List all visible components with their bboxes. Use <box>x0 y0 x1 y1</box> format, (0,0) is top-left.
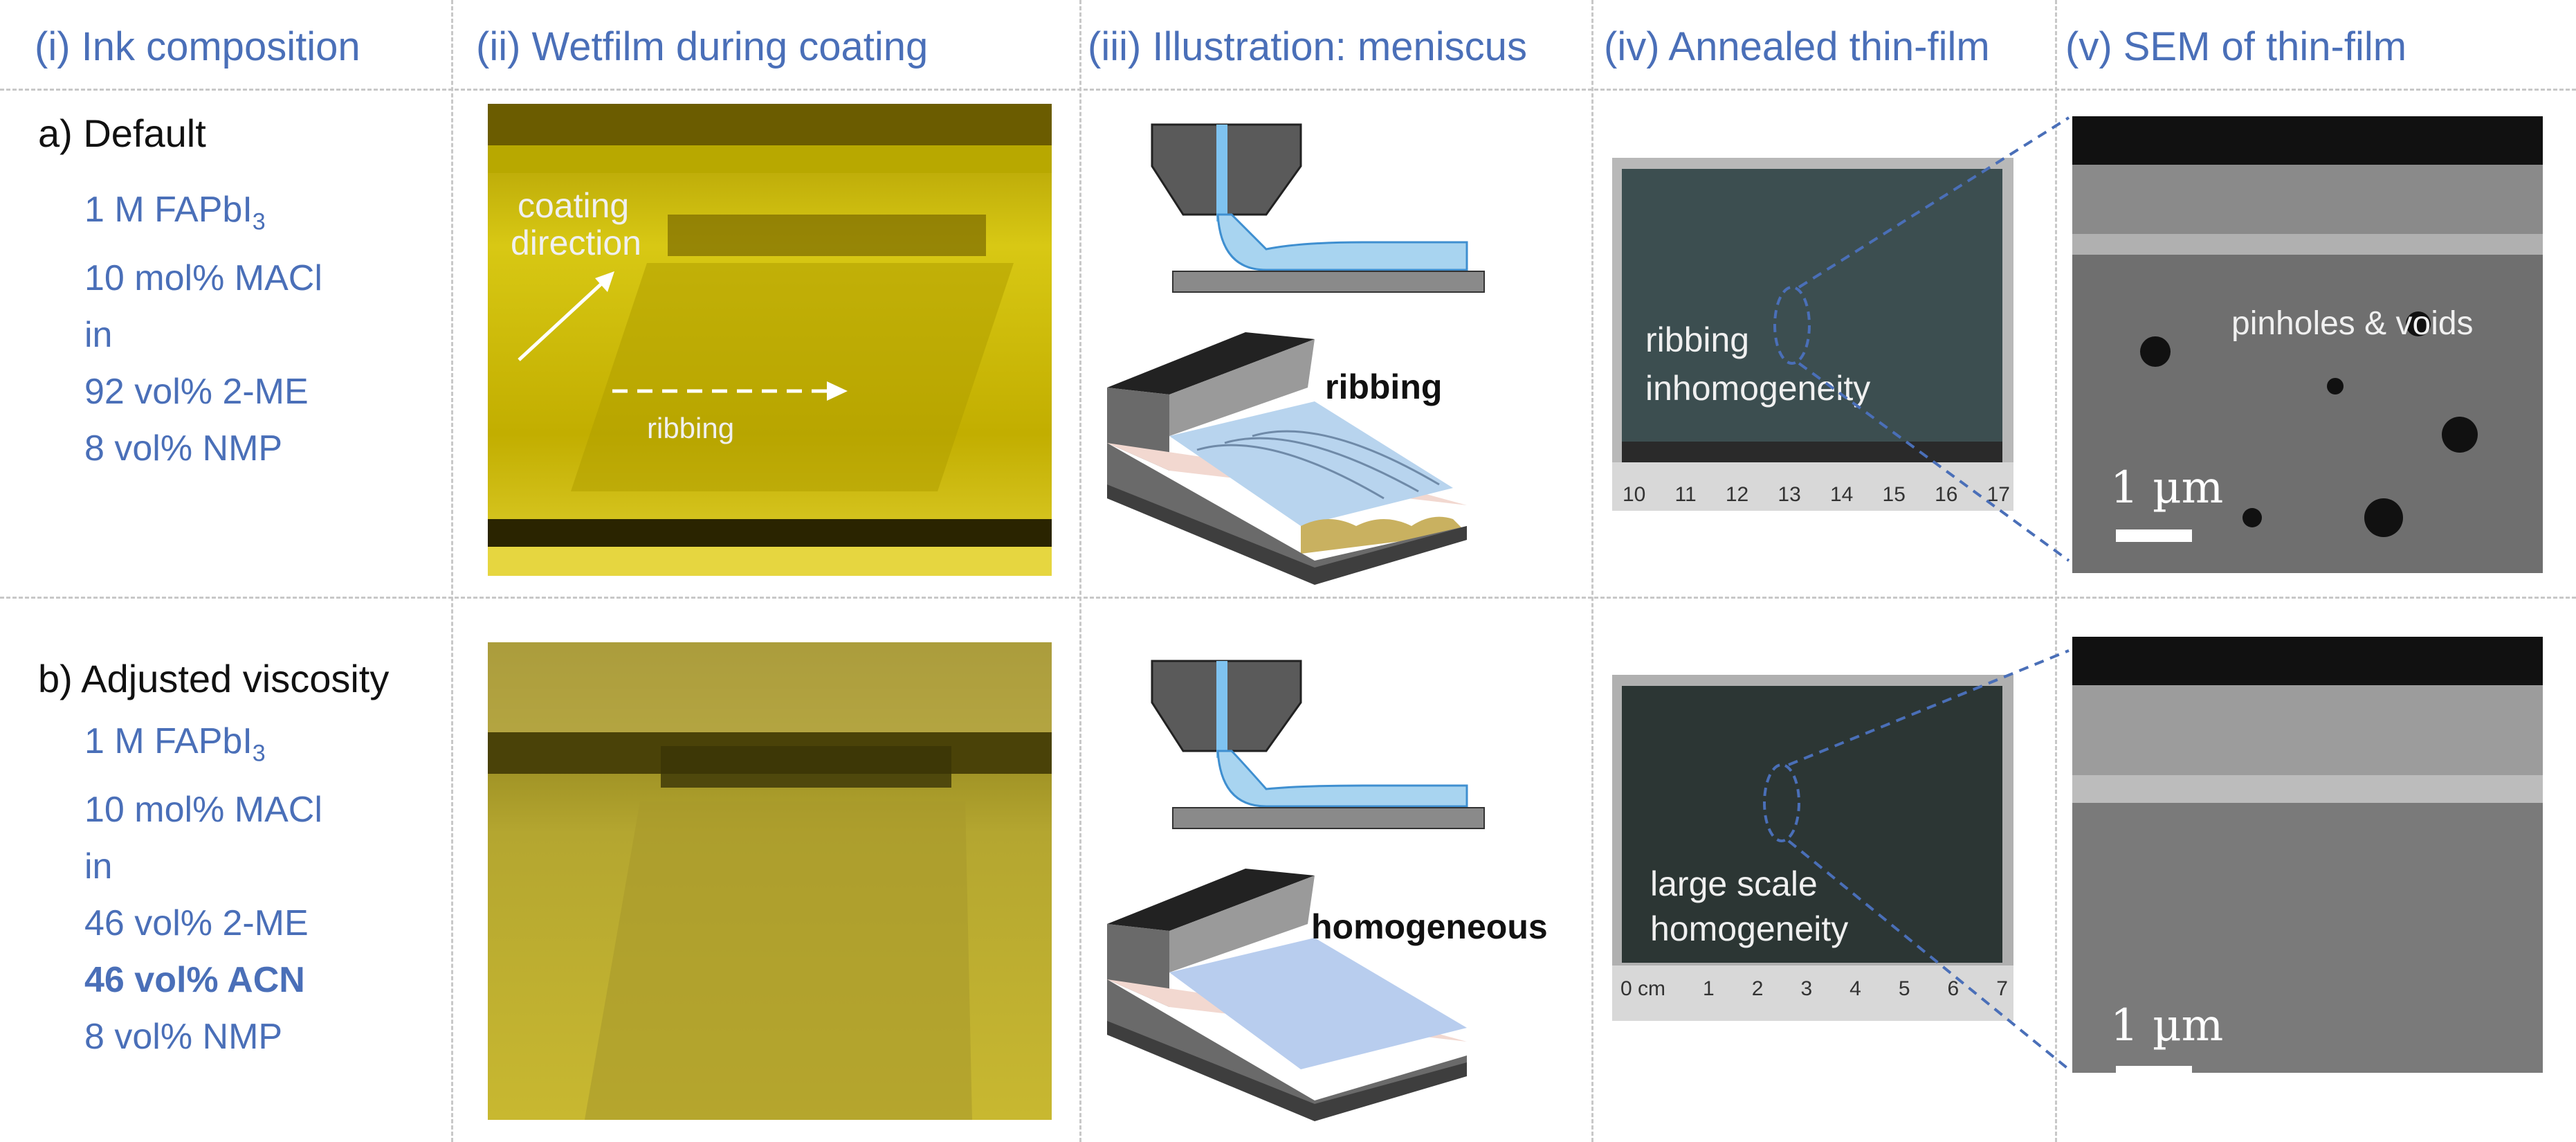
ruler-tick-label: 6 <box>1947 977 1960 1000</box>
homogeneous-label: homogeneous <box>1311 907 1548 946</box>
ruler-tick-label: 16 <box>1935 483 1958 506</box>
ruler-tick-label: 12 <box>1725 483 1749 506</box>
row-divider <box>0 597 2576 599</box>
sem-scale-bar-a <box>2116 529 2192 542</box>
ink-line: 1 M FAPbI3 <box>84 721 266 767</box>
ribbing-annealed-label: ribbing <box>1645 320 1750 359</box>
coating-direction-label: direction <box>511 224 641 262</box>
row-b-ink-composition: 1 M FAPbI3 10 mol% MACl in 46 vol% 2-ME … <box>84 713 322 1065</box>
pinholes-voids-label: pinholes & voids <box>2231 305 2474 342</box>
coating-direction-label: coating <box>518 186 630 225</box>
ribbing-arrow <box>612 381 848 401</box>
header-ink-composition: (i) Ink composition <box>35 24 360 69</box>
sem-scale-label-a: 1 µm <box>2110 462 2224 514</box>
homogeneity-label: homogeneity <box>1650 909 1849 948</box>
ruler-a: 10 11 12 13 14 15 16 17 <box>1623 483 2010 507</box>
header-divider <box>0 89 2576 91</box>
ink-line: in <box>84 846 113 887</box>
ink-line: 46 vol% ACN <box>84 960 305 1001</box>
header-annealed: (iv) Annealed thin-film <box>1604 24 1990 69</box>
annealed-photo-a <box>1612 158 2013 511</box>
column-divider <box>1079 0 1081 1142</box>
coating-direction-arrow <box>518 271 614 361</box>
annealed-photo-b <box>1612 675 2013 1021</box>
ruler-tick-label: 3 <box>1800 977 1813 1000</box>
ink-line: 92 vol% 2-ME <box>84 372 309 413</box>
row-b-title: b) Adjusted viscosity <box>38 657 390 700</box>
ruler-tick-label: 1 <box>1703 977 1715 1000</box>
ink-line: 1 M FAPbI3 <box>84 190 266 235</box>
header-wetfilm: (ii) Wetfilm during coating <box>476 24 929 69</box>
sem-image-a <box>2072 116 2543 573</box>
ink-line: in <box>84 315 113 356</box>
ruler-tick-label: 11 <box>1674 483 1697 506</box>
ruler-tick-label: 10 <box>1623 483 1646 506</box>
header-illustration: (iii) Illustration: meniscus <box>1088 24 1527 69</box>
ribbing-illustration-label: ribbing <box>1325 368 1443 406</box>
ink-line: 8 vol% NMP <box>84 1017 283 1058</box>
column-divider <box>2055 0 2057 1142</box>
ruler-tick-label: 7 <box>1996 977 2008 1000</box>
large-scale-label: large scale <box>1650 864 1818 903</box>
sem-scale-label-b: 1 µm <box>2110 1000 2224 1051</box>
ribbing-label: ribbing <box>647 412 735 444</box>
ink-line: 8 vol% NMP <box>84 428 283 469</box>
ruler-tick-label: 15 <box>1882 483 1906 506</box>
meniscus-illustration-a <box>1107 123 1485 585</box>
meniscus-illustration-b <box>1107 660 1485 1121</box>
ink-line: 10 mol% MACl <box>84 790 322 831</box>
ruler-tick-label: 0 cm <box>1620 977 1666 1000</box>
header-sem: (v) SEM of thin-film <box>2065 24 2407 69</box>
sem-scale-bar-b <box>2116 1066 2192 1078</box>
row-a-ink-composition: 1 M FAPbI3 10 mol% MACl in 92 vol% 2-ME … <box>84 181 322 477</box>
wetfilm-photo-a <box>488 104 1052 576</box>
sem-image-b <box>2072 637 2543 1073</box>
ruler-tick-label: 5 <box>1898 977 1910 1000</box>
ruler-tick-label: 4 <box>1849 977 1861 1000</box>
wetfilm-photo-b <box>488 642 1052 1120</box>
ruler-tick-label: 2 <box>1751 977 1764 1000</box>
ink-line: 46 vol% 2-ME <box>84 903 309 944</box>
row-a-title: a) Default <box>38 111 206 155</box>
column-divider <box>1591 0 1593 1142</box>
ink-line: 10 mol% MACl <box>84 258 322 299</box>
ruler-b: 0 cm 1 2 3 4 5 6 7 <box>1620 977 2008 1001</box>
ruler-tick-label: 14 <box>1829 483 1854 506</box>
column-divider <box>451 0 453 1142</box>
ruler-tick-label: 13 <box>1778 483 1801 506</box>
